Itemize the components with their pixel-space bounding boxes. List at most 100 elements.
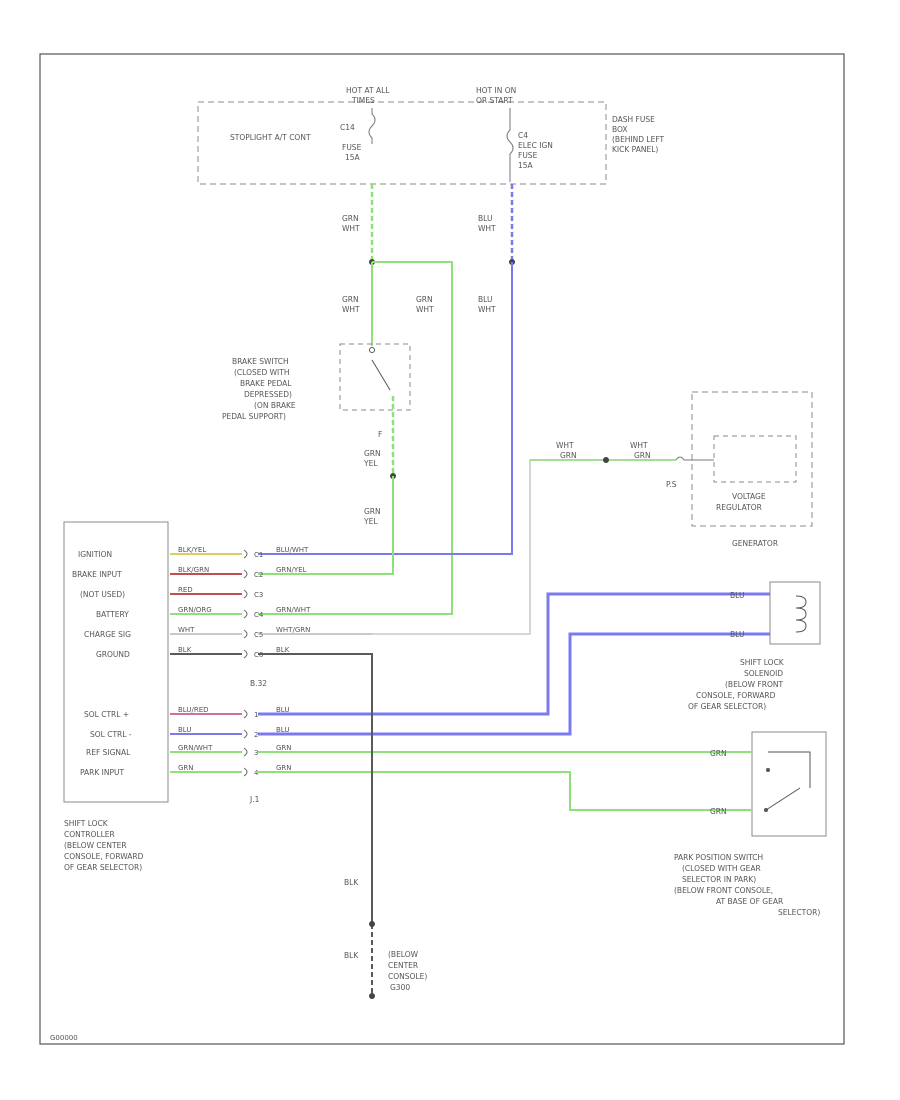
shift-lock-solenoid: BLU BLU SHIFT LOCK SOLENOID (BELOW FRONT… [258, 581, 821, 736]
blu-sol-ctrl-minus-wire [258, 632, 770, 736]
grn-org-battery-wire [258, 261, 453, 615]
connector-pin-number: 1 [254, 711, 258, 719]
connector-pin-icon [243, 649, 248, 659]
wire-color-label: GRN/WHT [276, 606, 311, 614]
connector-pin-number: C1 [254, 551, 263, 559]
wire-color-label: GRN/WHT [178, 744, 213, 752]
connector-pin-number: C4 [254, 611, 264, 619]
connector-pin-icon [243, 709, 248, 719]
splice-dot [369, 921, 375, 927]
brake-switch: BRAKE SWITCH (CLOSED WITH BRAKE PEDAL DE… [222, 343, 411, 575]
solenoid-label: SHIFT LOCK SOLENOID (BELOW FRONT CONSOLE… [688, 658, 786, 711]
wire-color-label: GRN [276, 764, 292, 772]
generator-title: GENERATOR [732, 539, 778, 548]
brake-switch-label: BRAKE SWITCH (CLOSED WITH BRAKE PEDAL DE… [222, 357, 298, 421]
wire-color-label: GRN/ORG [178, 606, 212, 614]
grn-wire-label: GRN [710, 807, 727, 816]
controller-pin-label: BRAKE INPUT [72, 570, 122, 579]
wht-grn-charge-wire [258, 459, 676, 635]
stoplight-fuse-label: C14 STOPLIGHT A/T CONT FUSE 15A [230, 123, 364, 162]
wire-color-label: BLU/WHT [276, 546, 309, 554]
wire-color-label: BLU [178, 726, 191, 734]
elec-ign-fuse: C4 ELEC IGN FUSE 15A [506, 108, 555, 182]
switch-arm-icon [371, 359, 391, 391]
fuse-symbol-icon [368, 108, 376, 144]
controller-pin-label: BATTERY [96, 610, 129, 619]
controller-pin-label: PARK INPUT [80, 768, 125, 777]
park-switch-label: PARK POSITION SWITCH (CLOSED WITH GEAR S… [674, 853, 820, 917]
connector-pin-icon [243, 589, 248, 599]
elec-ign-fuse-label: C4 ELEC IGN FUSE 15A [518, 131, 555, 170]
figure-id: G00000 [50, 1034, 78, 1042]
splice-dot [603, 457, 609, 463]
blu-sol-ctrl-plus-wire [258, 592, 770, 716]
park-switch-outline [751, 731, 827, 837]
controller-pin-label: CHARGE SIG [84, 630, 131, 639]
blu-wire-label: BLU [730, 591, 744, 600]
connector-pin-number: C2 [254, 571, 263, 579]
ground-g300: BLK BLK (BELOW CENTER CONSOLE) G300 [258, 653, 430, 999]
connector-pin-icon [243, 609, 248, 619]
stoplight-fuse: C14 STOPLIGHT A/T CONT FUSE 15A [230, 108, 376, 162]
wire-color-label: WHT [178, 626, 195, 634]
fuse-symbol-icon [506, 108, 514, 182]
wire-color-label: RED [178, 586, 193, 594]
blu-wire-label: BLU [730, 630, 744, 639]
fuse-box-outline [197, 101, 607, 185]
wire-color-label: BLU [276, 726, 289, 734]
generator-outline [691, 391, 813, 527]
switch-contact-line [768, 751, 811, 788]
park-position-switch: GRN GRN PARK POSITION SWITCH (CLOSED WIT… [258, 731, 827, 917]
connector-pin-icon [243, 729, 248, 739]
connector-j-label: J.1 [249, 795, 260, 804]
generator-connector-label: P.S [666, 480, 677, 489]
brake-switch-pin-label: F [378, 430, 382, 439]
grn-park-input-wire [258, 771, 752, 811]
connector-pin-number: C5 [254, 631, 263, 639]
controller-pin-label: GROUND [96, 650, 130, 659]
controller-label: SHIFT LOCK CONTROLLER (BELOW CENTER CONS… [64, 819, 146, 872]
connector-pin-icon [243, 569, 248, 579]
connector-pin-icon [243, 549, 248, 559]
controller-pin-label: (NOT USED) [80, 590, 125, 599]
connector-pin-icon [243, 629, 248, 639]
diagram-frame [39, 53, 845, 1045]
fuse-box-location-label: DASH FUSE BOX (BEHIND LEFT KICK PANEL) [612, 115, 667, 154]
wire-color-label: BLU/RED [178, 706, 209, 714]
controller-pin-label: SOL CTRL - [90, 730, 132, 739]
wire-color-label: GRN/YEL [276, 566, 307, 574]
ground-label: (BELOW CENTER CONSOLE) G300 [388, 950, 430, 992]
blk-wire-label: BLK [344, 878, 359, 887]
connector-pin-number: 4 [254, 769, 259, 777]
switch-contact-icon [766, 768, 770, 772]
wire-color-label: BLK [276, 646, 290, 654]
solenoid-outline [769, 581, 821, 645]
wire-color-label: BLK/YEL [178, 546, 206, 554]
wire-color-label: BLK/GRN [178, 566, 209, 574]
connector-pin-number: C3 [254, 591, 263, 599]
voltage-regulator-outline [713, 435, 797, 483]
connector-pin-icon [243, 767, 248, 777]
connector-pin-icon [243, 747, 248, 757]
wire-color-label: WHT/GRN [276, 626, 310, 634]
switch-contact-icon [369, 347, 375, 353]
brake-switch-outline [339, 343, 411, 411]
wire-color-label: GRN [276, 744, 292, 752]
wire-color-label: BLU [276, 706, 289, 714]
